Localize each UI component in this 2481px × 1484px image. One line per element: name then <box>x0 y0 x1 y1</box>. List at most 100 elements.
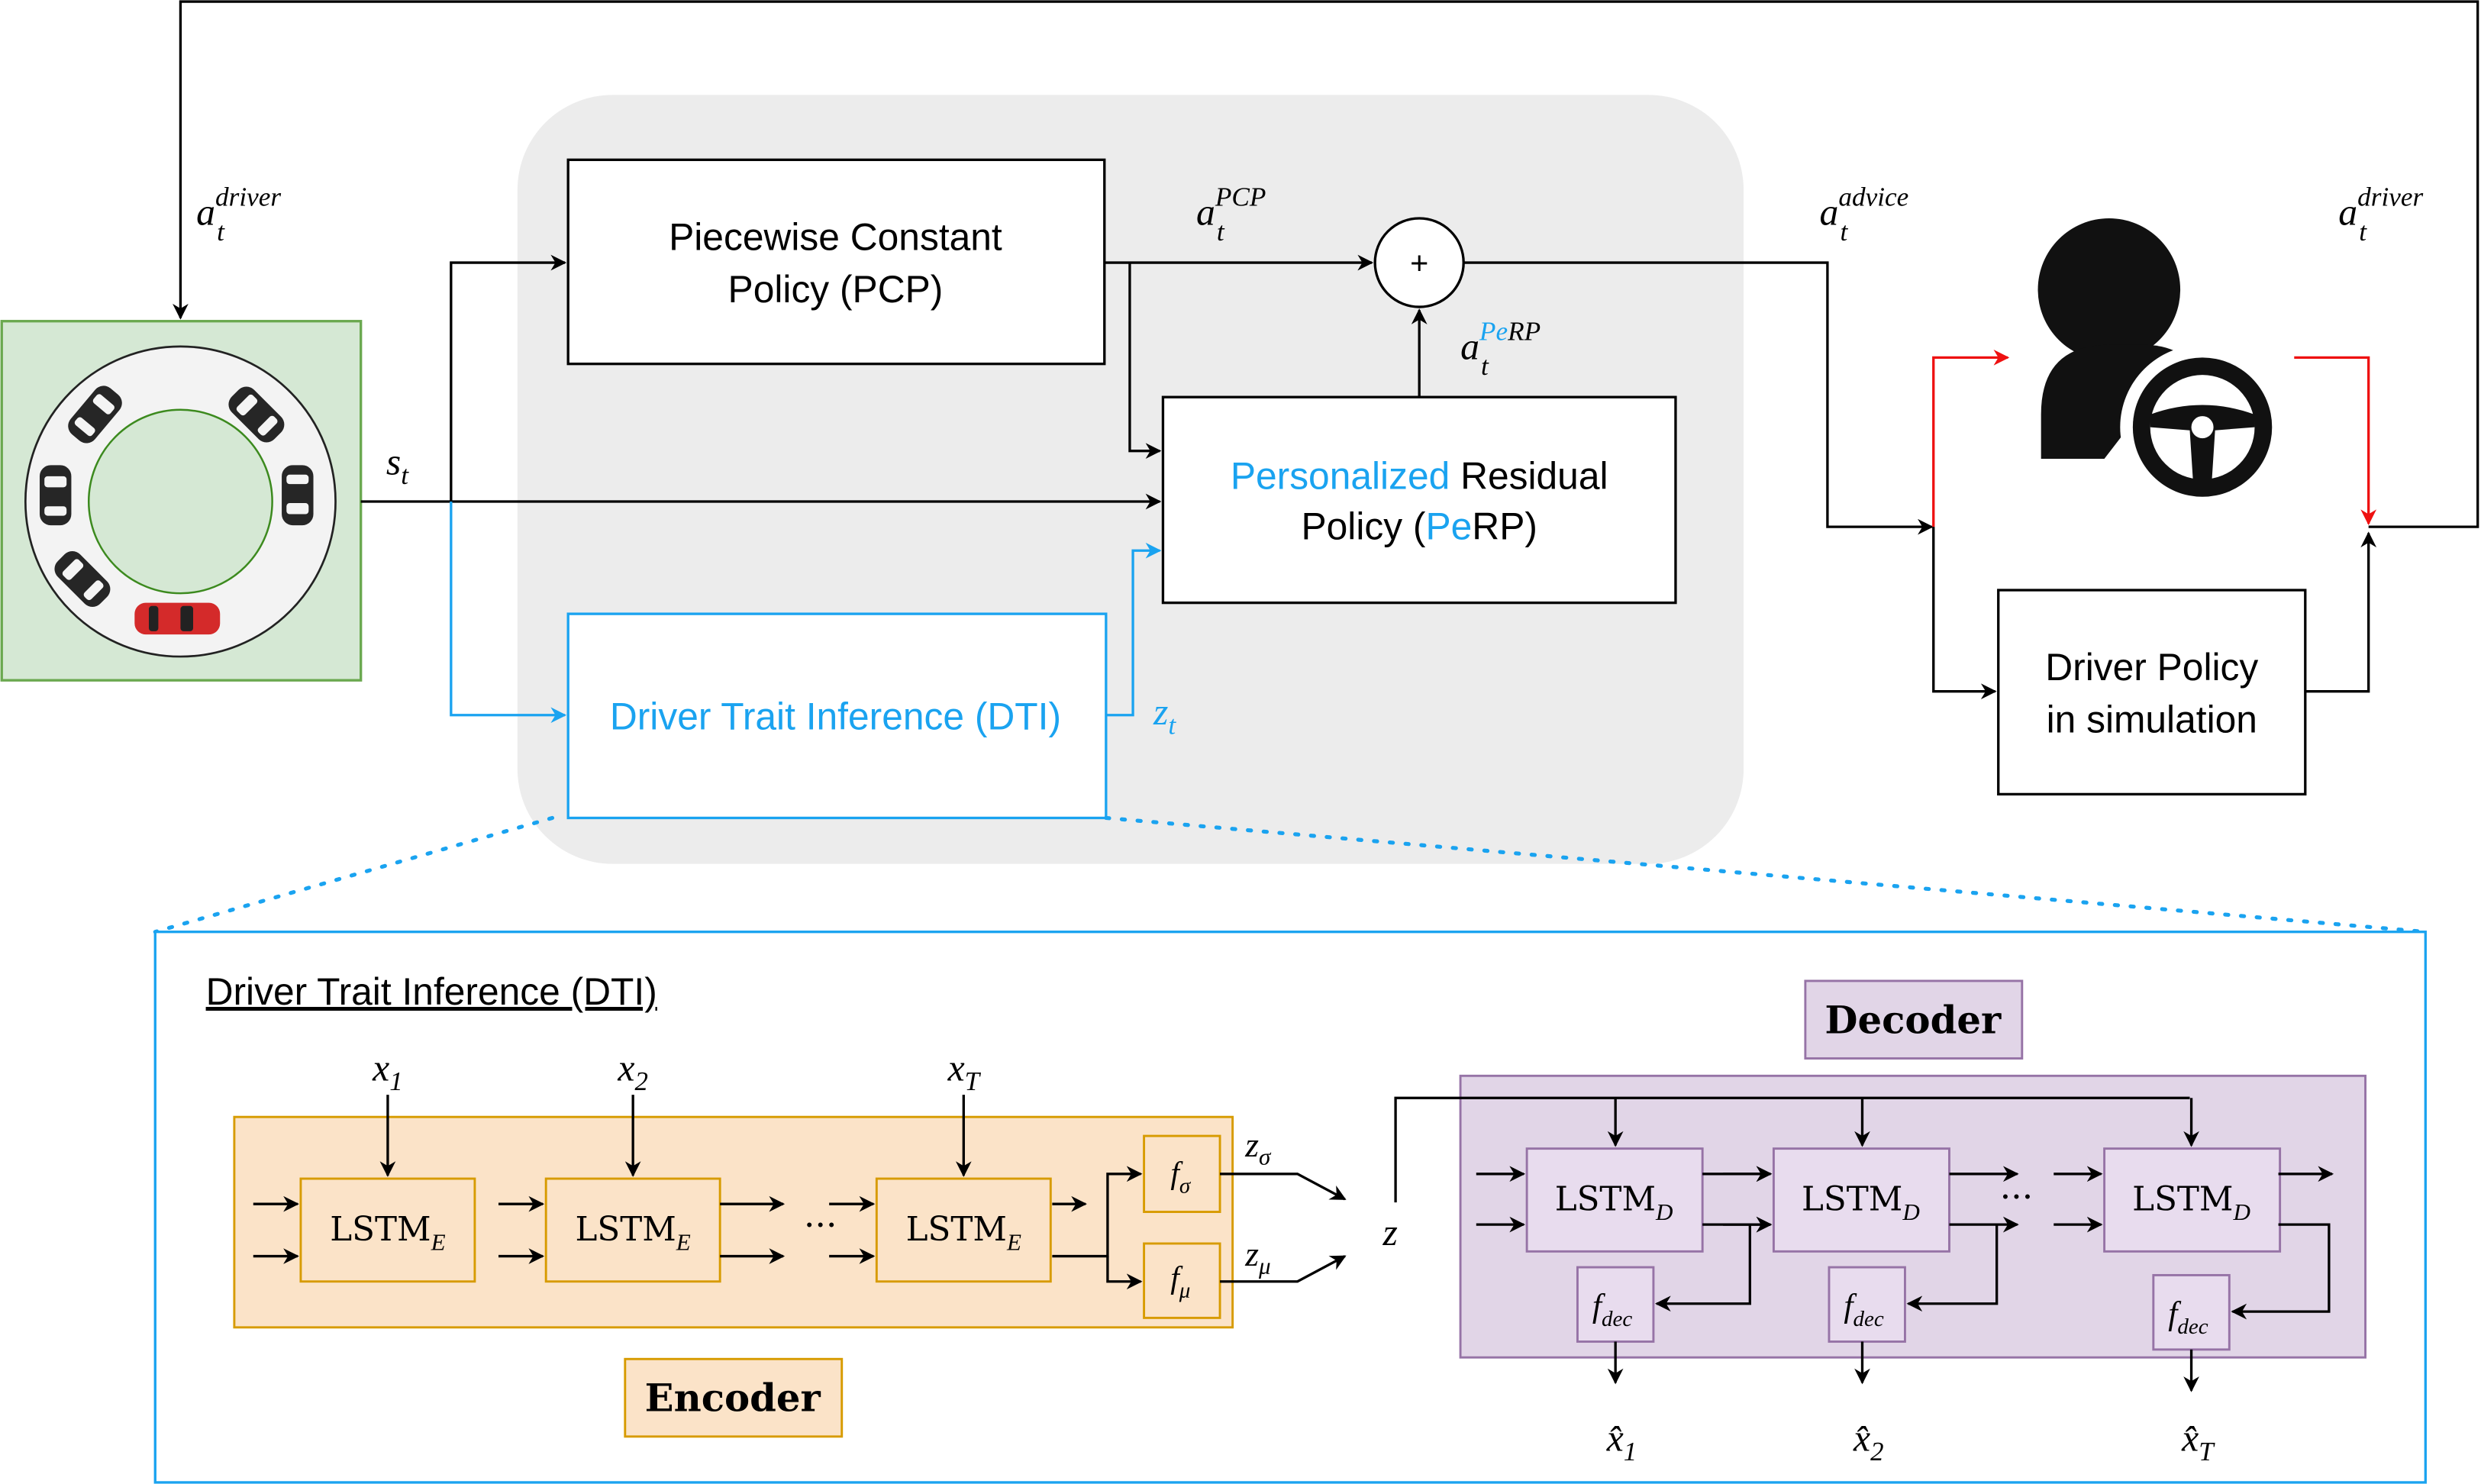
decoder-label-box: Decoder <box>1804 979 2024 1060</box>
decoder-output-label: x̂1 <box>1606 1417 1637 1466</box>
dti-label: Driver Trait Inference (DTI) <box>610 695 1061 737</box>
f-sigma-label-sub: σ <box>1179 1174 1192 1198</box>
encoder-ellipsis: ··· <box>804 1205 837 1246</box>
driver-policy-label: Driver Policy <box>2045 646 2258 689</box>
encoder-input-label-base: x <box>617 1047 634 1089</box>
driver-steering-wheel-icon <box>2037 218 2285 510</box>
encoder-input-label-sub: T <box>965 1066 982 1096</box>
lstm-encoder-label-sub: E <box>676 1228 691 1255</box>
lstm-encoder-label-base: LSTM <box>576 1211 676 1249</box>
z-mu-line <box>1220 1255 1347 1283</box>
driver-policy-label-2: in simulation <box>2047 698 2257 741</box>
encoder-input-label-sub: 2 <box>634 1066 647 1096</box>
lstm-decoder-label-sub: D <box>1902 1198 1919 1225</box>
pcp-label-2: Policy (PCP) <box>728 268 944 311</box>
f-mu-box <box>1143 1242 1221 1319</box>
z-sigma-line <box>1220 1173 1347 1201</box>
lstm-encoder-cell <box>875 1177 1052 1283</box>
lstm-decoder-label: LSTMD <box>1555 1180 1673 1224</box>
decoder-output-label-sub: T <box>2199 1437 2215 1466</box>
state-to-dti-arrow <box>450 501 567 724</box>
lstm-decoder-label-sub: D <box>1655 1198 1673 1225</box>
roundabout-environment <box>0 320 363 682</box>
lstm-encoder-cell <box>544 1177 721 1283</box>
z-mu-label: zμ <box>1244 1234 1270 1279</box>
pcp-box: Piecewise Constant Policy (PCP) <box>566 158 1106 366</box>
lstm-decoder-cell <box>2103 1147 2282 1253</box>
advice-to-sim-arrow <box>1932 527 1997 700</box>
decoder-output-label: x̂T <box>2181 1417 2215 1466</box>
encoder-input-label-sub: 1 <box>389 1066 402 1096</box>
f-dec-label: fdec <box>1844 1287 1883 1331</box>
plus-symbol: + <box>1410 245 1428 281</box>
z-label: z <box>1382 1211 1398 1253</box>
lstm-encoder-cell <box>299 1177 476 1283</box>
lstm-decoder-label: LSTMD <box>2132 1180 2250 1224</box>
f-dec-label-sub: dec <box>1853 1307 1883 1331</box>
lstm-decoder-cell <box>1525 1147 1704 1253</box>
lstm-encoder-label-base: LSTM <box>906 1211 1007 1249</box>
decoder-output-label-base: x̂ <box>1853 1417 1870 1459</box>
encoder-input-label-base: x <box>372 1047 389 1089</box>
decoder-output-label: x̂2 <box>1853 1417 1883 1466</box>
encoder-label: Encoder <box>645 1376 821 1421</box>
f-dec-box <box>2152 1273 2231 1351</box>
advice-line <box>1463 261 1934 535</box>
to-f-dec-arrow <box>1906 1224 1999 1312</box>
dti-to-perp-arrow <box>1105 542 1162 717</box>
lstm-decoder-label-sub: D <box>2232 1198 2250 1225</box>
sum-node: + <box>1373 217 1465 308</box>
decoder-output-label-sub: 2 <box>1870 1437 1883 1466</box>
pcp-to-perp-arrow <box>1128 263 1162 460</box>
to-f-sigma-arrow <box>1052 1166 1143 1258</box>
lstm-encoder-label-sub: E <box>1006 1228 1021 1255</box>
feedback-loop-line <box>173 0 2479 528</box>
lstm-encoder-label: LSTME <box>906 1211 1021 1255</box>
dti-detail-title: Driver Trait Inference (DTI) <box>206 970 657 1013</box>
encoder-input-label: x1 <box>372 1047 402 1096</box>
pcp-label: Piecewise Constant <box>669 215 1002 258</box>
f-dec-label-sub: dec <box>1602 1307 1632 1331</box>
sim-output-arrow <box>2305 531 2377 693</box>
perp-label: Personalized Residual <box>1231 454 1608 497</box>
lstm-decoder-label-base: LSTM <box>1802 1180 1902 1218</box>
zoom-dotted-line-right <box>1104 815 2428 934</box>
decoder-ellipsis: ··· <box>2000 1176 2033 1217</box>
f-dec-label-sub: dec <box>2177 1315 2208 1339</box>
zoom-dotted-line-left <box>153 815 555 934</box>
to-f-dec-arrow <box>2231 1223 2331 1320</box>
lstm-encoder-label-sub: E <box>431 1228 446 1255</box>
perp-label-2: Policy (PeRP) <box>1301 505 1537 548</box>
decoder-output-label-sub: 1 <box>1624 1437 1637 1466</box>
driver-policy-box: Driver Policy in simulation <box>1997 589 2307 796</box>
z-t-label: zt <box>1153 691 1176 740</box>
lstm-decoder-label-base: LSTM <box>1555 1180 1656 1218</box>
encoder-label-box: Encoder <box>624 1357 844 1438</box>
lstm-decoder-label-base: LSTM <box>2132 1180 2233 1218</box>
advice-to-driver-arrow <box>1932 350 2010 527</box>
decoder-output-label-base: x̂ <box>1606 1417 1624 1459</box>
f-sigma-box <box>1143 1134 1221 1213</box>
f-dec-box <box>1576 1266 1655 1343</box>
to-f-dec-arrow <box>1654 1224 1752 1312</box>
encoder-input-label: xT <box>947 1047 982 1096</box>
driver-output-arrow <box>2294 356 2377 526</box>
decoder-output-label-base: x̂ <box>2181 1417 2199 1459</box>
state-to-pcp-arrow <box>450 254 567 502</box>
lstm-decoder-label: LSTMD <box>1802 1180 1920 1224</box>
lstm-encoder-label: LSTME <box>330 1211 445 1255</box>
lstm-encoder-label: LSTME <box>576 1211 691 1255</box>
encoder-input-label-base: x <box>947 1047 965 1089</box>
lstm-encoder-label-base: LSTM <box>330 1211 431 1249</box>
s-t-label: st <box>386 441 409 490</box>
dti-box: Driver Trait Inference (DTI) <box>566 612 1108 820</box>
perp-box: Personalized Residual Policy (PeRP) <box>1161 395 1677 605</box>
decoder-label: Decoder <box>1824 997 2002 1042</box>
